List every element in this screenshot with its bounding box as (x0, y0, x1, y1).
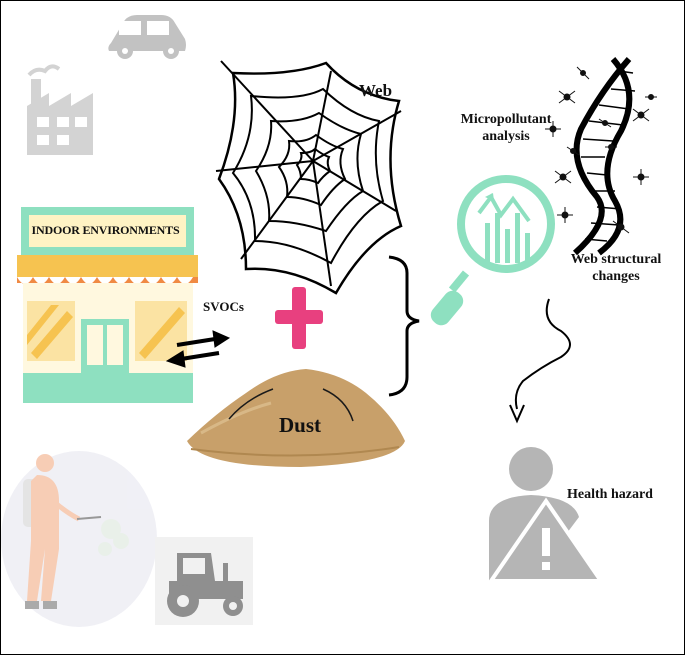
store-icon (17, 207, 198, 403)
health-hazard-label: Health hazard (567, 487, 653, 502)
indoor-environments-label: INDOOR ENVIRONMENTS (31, 223, 180, 237)
spiderweb-icon (215, 60, 403, 295)
curved-arrow-icon (509, 298, 571, 424)
dust-pile-icon (187, 369, 405, 467)
car-icon (108, 15, 186, 59)
svocs-label: SVOCs (203, 299, 244, 314)
curly-brace-icon (388, 255, 420, 397)
exchange-arrows-icon (165, 330, 231, 368)
magnifier-chart-icon (430, 175, 555, 326)
micropollutant-analysis-label: Micropollutant analysis (460, 112, 552, 144)
web-structural-changes-label: Web structural changes (570, 252, 662, 284)
web-label: Web (359, 81, 393, 100)
person-warning-icon (487, 447, 605, 583)
sprayer-person-icon (1, 451, 157, 627)
dna-helix-icon (545, 57, 657, 256)
plus-icon (275, 287, 323, 349)
tractor-icon (155, 537, 253, 625)
dust-label: Dust (279, 413, 322, 437)
factory-icon (27, 64, 93, 155)
